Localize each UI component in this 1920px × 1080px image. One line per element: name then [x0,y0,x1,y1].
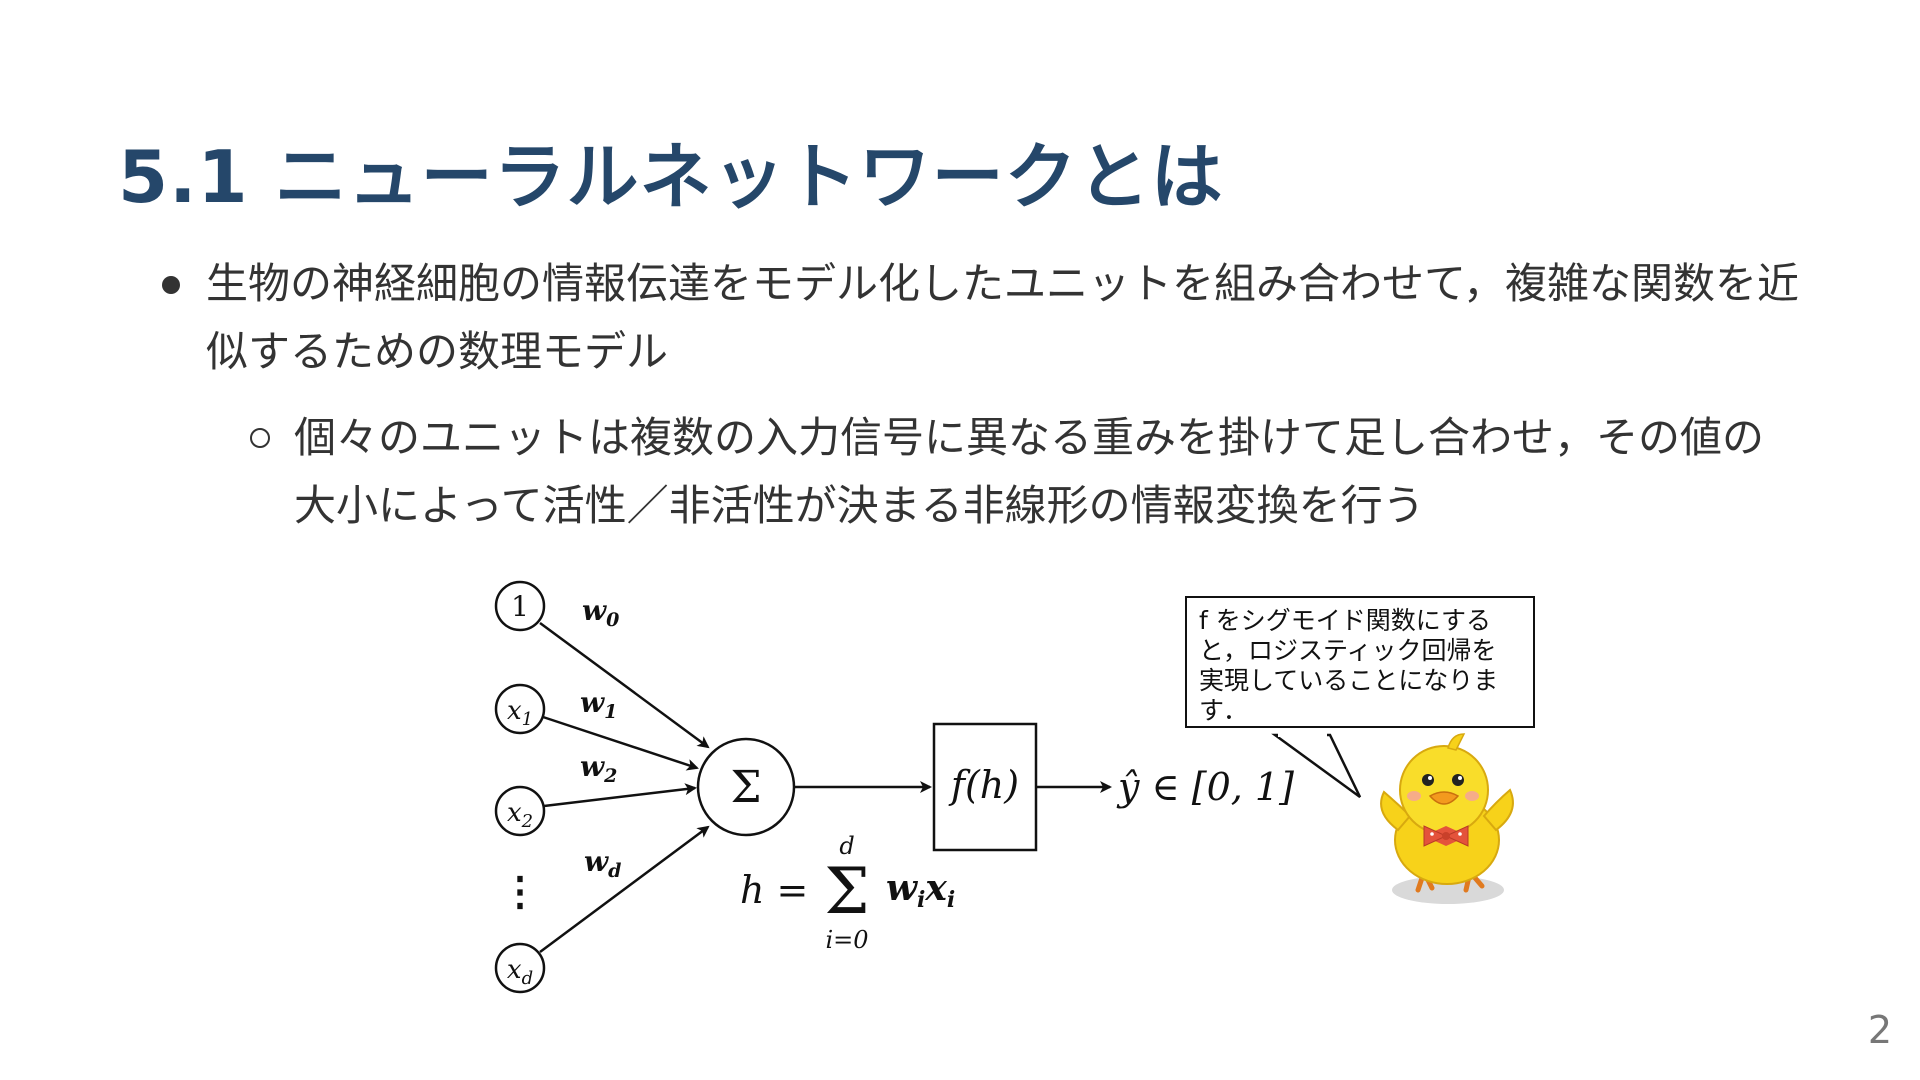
input-node-x1: x1 [494,683,546,735]
speech-bubble: f をシグモイド関数にすると，ロジスティック回帰を実現していることになります． [1185,596,1535,728]
edge-wd [539,825,710,954]
formula-lhs: h = [740,868,808,912]
weight-label-w0: w0 [582,594,619,631]
chick-mascot-icon [1380,733,1514,904]
bullet-list: 生物の神経細胞の情報伝達をモデル化したユニットを組み合わせて，複雑な関数を近似す… [160,250,1800,540]
sub-bullet-item: 個々のユニットは複数の入力信号に異なる重みを掛けて足し合わせ，その値の大小によっ… [206,404,1800,540]
weight-label-w2: w2 [580,750,617,787]
formula-sum-upper: d [839,832,854,860]
edge-w0 [539,621,710,749]
formula-term: wixi [886,867,955,913]
weight-label-w1: w1 [580,686,617,723]
input-label-x1: x1 [507,696,533,730]
vertical-ellipsis: ⋮ [500,868,540,915]
sub-bullet-list: 個々のユニットは複数の入力信号に異なる重みを掛けて足し合わせ，その値の大小によっ… [206,404,1800,540]
slide-title: 5.1 ニューラルネットワークとは [118,135,1224,219]
input-label-x2: x2 [507,798,533,832]
sub-bullet-text: 個々のユニットは複数の入力信号に異なる重みを掛けて足し合わせ，その値の大小によっ… [294,413,1765,530]
output-label: ŷ ∈ [0, 1] [1116,765,1294,809]
bullet-disc-icon [162,276,180,294]
formula-sum-symbol: Σ [824,855,869,929]
bullet-item: 生物の神経細胞の情報伝達をモデル化したユニットを組み合わせて，複雑な関数を近似す… [160,250,1800,540]
page-number: 2 [1867,1008,1892,1052]
bullet-text: 生物の神経細胞の情報伝達をモデル化したユニットを組み合わせて，複雑な関数を近似す… [206,259,1800,376]
weight-label-wd: wd [584,845,621,882]
summation-node: Σ [696,737,796,837]
edge-w1 [542,715,699,771]
input-label-bias: 1 [511,590,529,623]
input-node-bias: 1 [494,580,546,632]
input-node-x2: x2 [494,785,546,837]
formula-sum-lower: i=0 [825,926,868,954]
activation-label: f(h) [948,763,1019,807]
input-node-xd: xd [494,942,546,994]
bullet-circle-icon [250,428,270,448]
sigma-symbol: Σ [730,762,761,813]
edge-w2 [543,783,697,808]
activation-box: f(h) [932,722,1038,852]
